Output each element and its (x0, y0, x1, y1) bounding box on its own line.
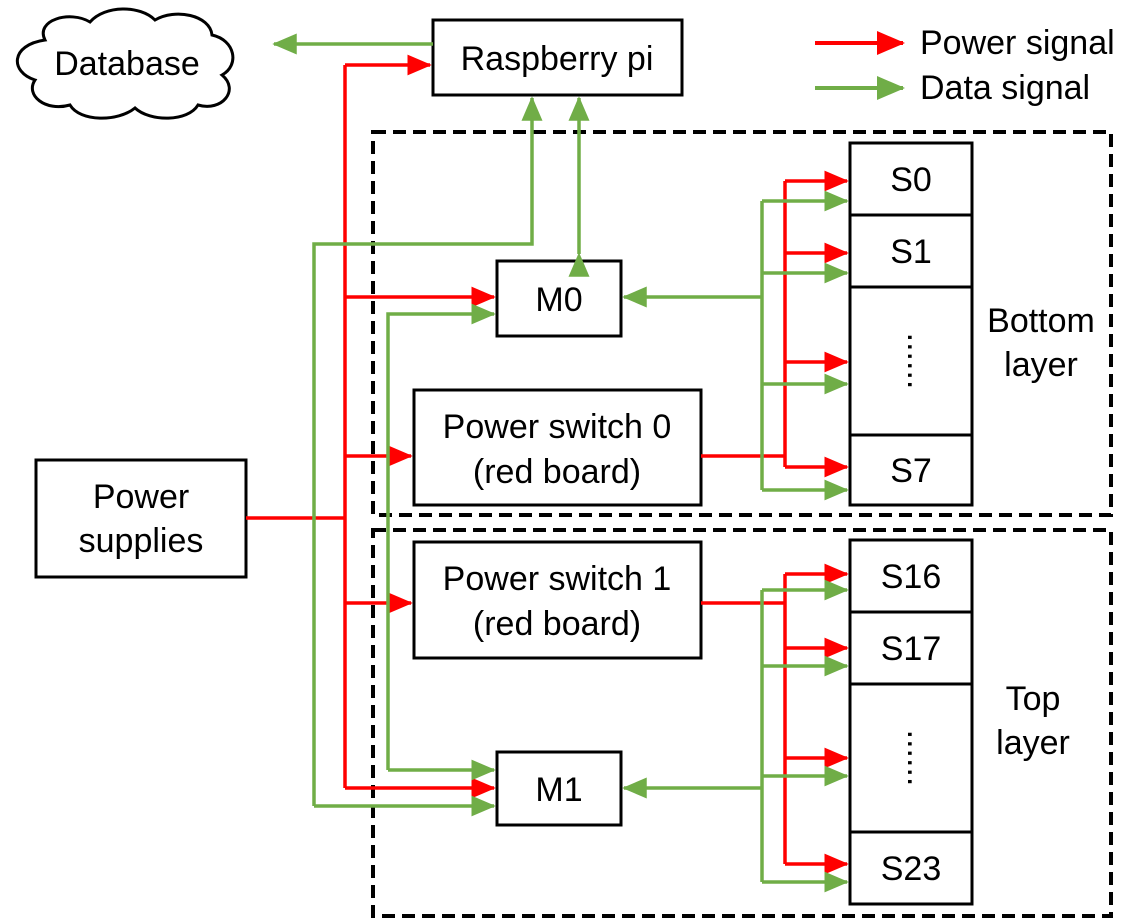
data-m0-m1-link (386, 303, 496, 770)
power-switch-1-line-1: Power switch 1 (443, 560, 672, 598)
power-switch-1-line-2: (red board) (473, 605, 641, 643)
bottom-layer-label-line-2: layer (1004, 346, 1078, 384)
bottom-sensor-column: S0 S1 ...... S7 (848, 141, 974, 507)
top-layer-boundary (371, 528, 1113, 918)
m0-box: M0 (495, 259, 623, 338)
database-label: Database (54, 45, 200, 83)
sensor-label-s0: S0 (890, 161, 932, 199)
sensor-ellipsis-top: ...... (900, 730, 938, 787)
m1-label: M1 (535, 771, 582, 809)
sensor-box-s23 (848, 830, 974, 906)
top-sensor-column: S16 S17 ...... S23 (848, 538, 974, 906)
database-cloud: Database (16, 7, 235, 120)
legend-data-label: Data signal (920, 69, 1090, 107)
top-layer-label-line-2: layer (996, 724, 1070, 762)
legend: Power signal Data signal (815, 24, 1115, 107)
sensor-box-ellipsis (848, 682, 974, 834)
power-switch-0-line-2: (red board) (473, 453, 641, 491)
sensor-box-s16 (848, 538, 974, 614)
data-m1-to-raspberry-pi (312, 96, 543, 806)
top-layer-label-line-1: Top (1006, 680, 1061, 718)
sensor-label-s7: S7 (890, 452, 932, 490)
sensor-box-s0 (848, 141, 974, 217)
bottom-layer-label-line-1: Bottom (987, 302, 1095, 340)
m0-label: M0 (535, 281, 582, 319)
power-switch-0-box: Power switch 0 (red board) (412, 388, 703, 507)
power-switch-1-box: Power switch 1 (red board) (412, 540, 703, 660)
legend-power-label: Power signal (920, 24, 1115, 62)
power-switch-0-line-1: Power switch 0 (443, 408, 672, 446)
sensor-label-s17: S17 (881, 630, 942, 668)
raspberry-pi-box: Raspberry pi (431, 18, 684, 97)
sensor-box-s7 (848, 433, 974, 507)
sensor-label-s23: S23 (881, 850, 942, 888)
sensor-box-ellipsis (848, 285, 974, 437)
power-supplies-box: Power supplies (34, 458, 248, 579)
power-wiring (246, 54, 849, 875)
bottom-layer-boundary (371, 130, 1113, 517)
data-wiring (272, 33, 849, 893)
power-supplies-line-2: supplies (79, 522, 204, 560)
m1-box: M1 (495, 750, 623, 827)
power-supplies-line-1: Power (93, 478, 189, 516)
sensor-ellipsis-bottom: ...... (900, 333, 938, 390)
raspberry-pi-label: Raspberry pi (461, 40, 654, 78)
sensor-label-s16: S16 (881, 558, 942, 596)
sensor-label-s1: S1 (890, 233, 932, 271)
